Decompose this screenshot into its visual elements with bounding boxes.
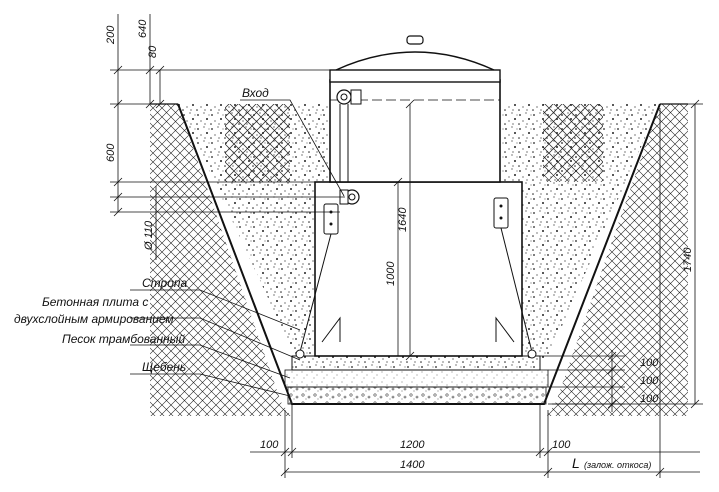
- dim-200: 200: [105, 25, 117, 45]
- backfill: [178, 104, 660, 360]
- dim-1640: 1640: [397, 207, 409, 232]
- dim-slope-L: L: [572, 455, 580, 471]
- dim-bottom-left-100: 100: [260, 439, 279, 451]
- dim-layer-100a: 100: [640, 357, 659, 369]
- dim-1400: 1400: [400, 459, 425, 471]
- pipe-diameter: Ø 110: [143, 220, 155, 251]
- dim-80: 80: [147, 45, 159, 58]
- leader-lines: [130, 99, 345, 397]
- dim-1200: 1200: [400, 439, 425, 451]
- dim-layer-100c: 100: [640, 393, 659, 405]
- sling-label: Стропа: [142, 276, 187, 290]
- slab-label-line1: Бетонная плита с: [42, 295, 148, 309]
- dim-1740: 1740: [682, 247, 694, 272]
- dim-slope-note: (залож. откоса): [584, 460, 651, 470]
- gravel-label: Щебень: [142, 360, 186, 374]
- dim-1000: 1000: [385, 261, 397, 286]
- concrete-slab: [291, 355, 541, 371]
- inlet-label: Вход: [242, 86, 269, 100]
- layer-dimensions: 100 100 100: [540, 350, 659, 412]
- sand-layer: [284, 369, 549, 388]
- dim-640: 640: [137, 19, 149, 38]
- gravel-layer: [287, 386, 547, 405]
- left-dimension-chain: 200 640 80 600 Ø 110: [105, 14, 345, 260]
- dim-bottom-right-100: 100: [552, 439, 571, 451]
- sand-label: Песок трамбованный: [62, 332, 185, 346]
- bottom-dimensions: 100 1200 100 1400 L (залож. откоса): [250, 108, 700, 478]
- septic-tank: [295, 35, 537, 359]
- dim-600: 600: [105, 143, 117, 162]
- slab-label-line2: двухслойным армированием: [14, 312, 174, 326]
- right-dimension: 1740: [552, 99, 703, 409]
- labels: Вход Стропа Бетонная плита с двухслойным…: [14, 86, 269, 374]
- tank-dimensions: 1640 1000: [385, 99, 415, 361]
- bottom-layers: [284, 355, 549, 405]
- dim-layer-100b: 100: [640, 375, 659, 387]
